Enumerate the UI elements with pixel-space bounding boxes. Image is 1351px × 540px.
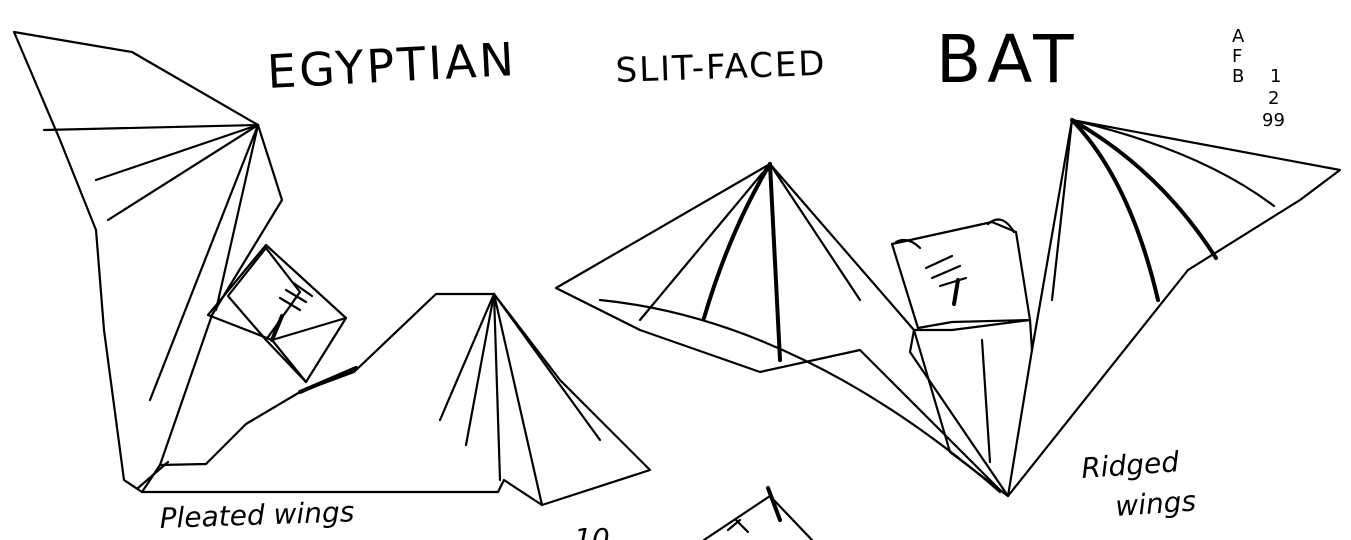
ridged-left-wing-rib-3 bbox=[770, 164, 780, 360]
date-line-2: 2 bbox=[1268, 88, 1279, 109]
left-bat-chin bbox=[266, 340, 306, 382]
ridged-left-wing-rib-1 bbox=[640, 164, 770, 320]
right-wing-pleat-1 bbox=[440, 294, 494, 420]
ridged-bat-left-ear bbox=[896, 240, 920, 248]
ridged-right-wing-rib-3 bbox=[1072, 120, 1274, 206]
pleated-wings-caption: Pleated wings bbox=[159, 495, 355, 535]
ridged-left-wing-rib-2 bbox=[704, 164, 770, 318]
right-wing-pleat-2 bbox=[466, 294, 494, 445]
signature-letter-f: F bbox=[1232, 46, 1242, 67]
ridged-bat-body bbox=[914, 320, 1032, 496]
ridged-bat-head-outline bbox=[892, 222, 1030, 328]
left-wing-pleat-1 bbox=[44, 125, 258, 130]
title-word-egyptian: EGYPTIAN bbox=[266, 32, 518, 99]
ridged-bat-slit-mark bbox=[954, 280, 958, 304]
right-wing-outline bbox=[142, 294, 650, 505]
left-wing-outline bbox=[14, 32, 282, 492]
ridged-right-wing-rib-4 bbox=[1052, 120, 1072, 300]
partial-step-number: 10 bbox=[574, 522, 610, 540]
ridged-wings-caption-line-2: wings bbox=[1114, 484, 1197, 523]
ridged-wings-bat-drawing bbox=[556, 120, 1340, 496]
left-wing-pleat-2 bbox=[96, 125, 258, 180]
ridged-wings-caption-line-1: Ridged bbox=[1080, 445, 1180, 485]
title-word-slit-faced: SLIT-FACED bbox=[615, 44, 827, 91]
ridged-bat-whisker-marks bbox=[926, 256, 966, 286]
signature-letter-b: B bbox=[1232, 66, 1244, 87]
pleated-wings-bat-drawing bbox=[14, 32, 650, 505]
ridged-right-wing-outline bbox=[1008, 120, 1340, 496]
signature-letter-a: A bbox=[1232, 26, 1245, 47]
left-bat-head-outline bbox=[208, 245, 346, 382]
ridged-bat-body-fold bbox=[982, 340, 990, 462]
title-word-bat: BAT bbox=[936, 21, 1080, 98]
partial-bottom-diagram bbox=[704, 496, 812, 540]
left-wing-pleat-3 bbox=[108, 125, 258, 220]
date-line-3: 99 bbox=[1262, 110, 1285, 131]
left-wing-pleat-4 bbox=[150, 125, 258, 400]
date-line-1: 1 bbox=[1270, 66, 1281, 87]
right-wing-pleat-5 bbox=[494, 294, 500, 480]
ridged-left-wing-rib-4 bbox=[770, 164, 860, 300]
